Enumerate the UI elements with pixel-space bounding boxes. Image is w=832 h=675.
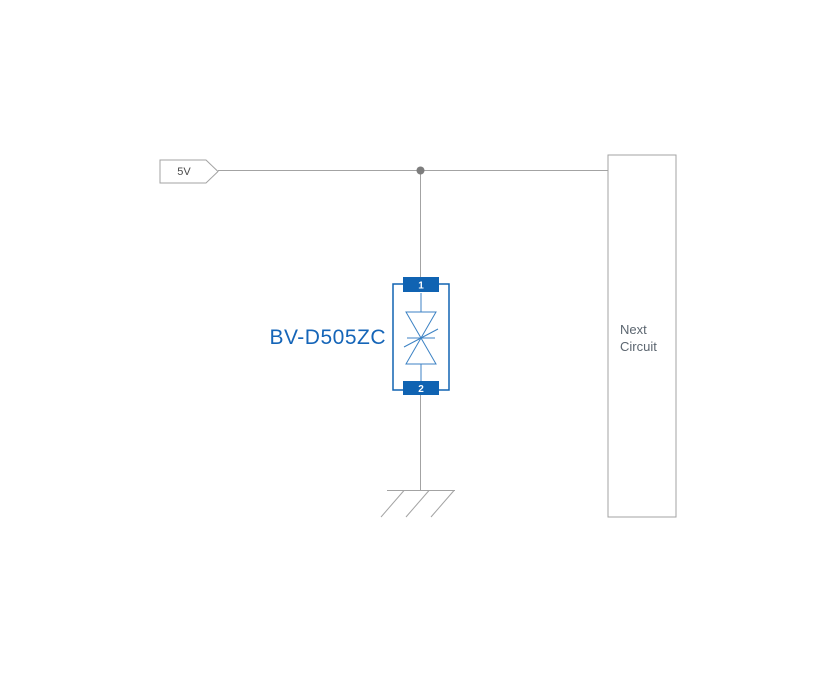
next-circuit-label-line1: Next xyxy=(620,322,647,337)
ground-icon xyxy=(380,490,455,518)
next-circuit-label-line2: Circuit xyxy=(620,339,657,354)
tvs-diode-symbol-icon xyxy=(403,293,439,381)
pin1-label: 1 xyxy=(418,281,424,292)
tvs-diode-component: 1 2 xyxy=(392,277,450,395)
next-circuit-box xyxy=(607,154,677,518)
pin2-terminal xyxy=(403,381,439,395)
power-flag xyxy=(159,159,219,184)
junction-dot xyxy=(416,166,425,175)
component-label: BV-D505ZC xyxy=(269,326,386,349)
power-flag-label: 5V xyxy=(177,166,191,178)
pin2-label: 2 xyxy=(418,384,424,395)
pin1-terminal xyxy=(403,277,439,292)
